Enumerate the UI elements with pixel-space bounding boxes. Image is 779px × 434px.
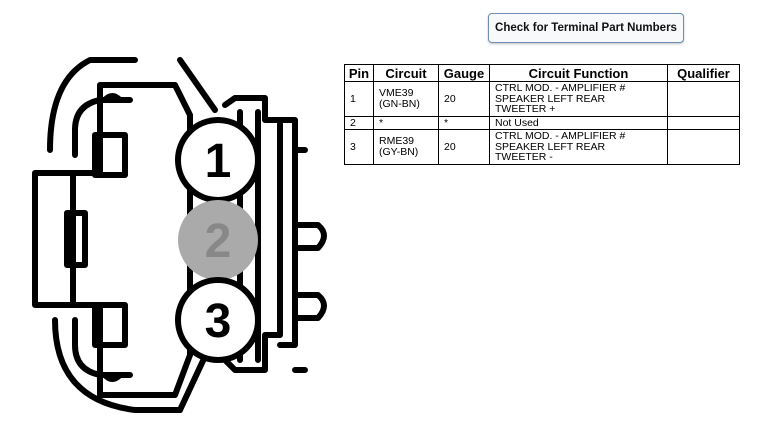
cell-gauge: 20 [438, 129, 490, 165]
pin-table: Pin Circuit Gauge Circuit Function Quali… [344, 64, 740, 165]
connector-diagram: 1 2 3 [32, 57, 327, 413]
cell-pin: 1 [344, 81, 374, 117]
table-header-row: Pin Circuit Gauge Circuit Function Quali… [344, 64, 740, 82]
table-row: 2 * * Not Used [344, 115, 740, 130]
cell-qualifier [667, 115, 740, 130]
cell-pin: 3 [344, 129, 374, 165]
cell-function: CTRL MOD. - AMPLIFIER # SPEAKER LEFT REA… [489, 81, 668, 117]
check-terminal-part-numbers-button[interactable]: Check for Terminal Part Numbers [488, 13, 684, 43]
table-row: 1 VME39 (GN-BN) 20 CTRL MOD. - AMPLIFIER… [344, 81, 740, 117]
cell-qualifier [667, 129, 740, 165]
header-qualifier: Qualifier [667, 64, 740, 82]
header-circuit: Circuit [373, 64, 439, 82]
cell-pin: 2 [344, 115, 374, 130]
cell-circuit: VME39 (GN-BN) [373, 81, 439, 117]
cell-gauge: * [438, 115, 490, 130]
header-gauge: Gauge [438, 64, 490, 82]
pin-2-label: 2 [205, 215, 232, 268]
cell-circuit: * [373, 115, 439, 130]
cell-function: Not Used [489, 115, 668, 130]
table-row: 3 RME39 (GY-BN) 20 CTRL MOD. - AMPLIFIER… [344, 129, 740, 165]
header-pin: Pin [344, 64, 374, 82]
cell-qualifier [667, 81, 740, 117]
pin-2-circle [178, 200, 258, 280]
cell-gauge: 20 [438, 81, 490, 117]
header-circuit-function: Circuit Function [489, 64, 668, 82]
cell-function: CTRL MOD. - AMPLIFIER # SPEAKER LEFT REA… [489, 129, 668, 165]
pin-1-label: 1 [205, 135, 232, 188]
pin-3-circle [175, 277, 261, 363]
cell-circuit: RME39 (GY-BN) [373, 129, 439, 165]
pin-3-label: 3 [205, 295, 232, 348]
